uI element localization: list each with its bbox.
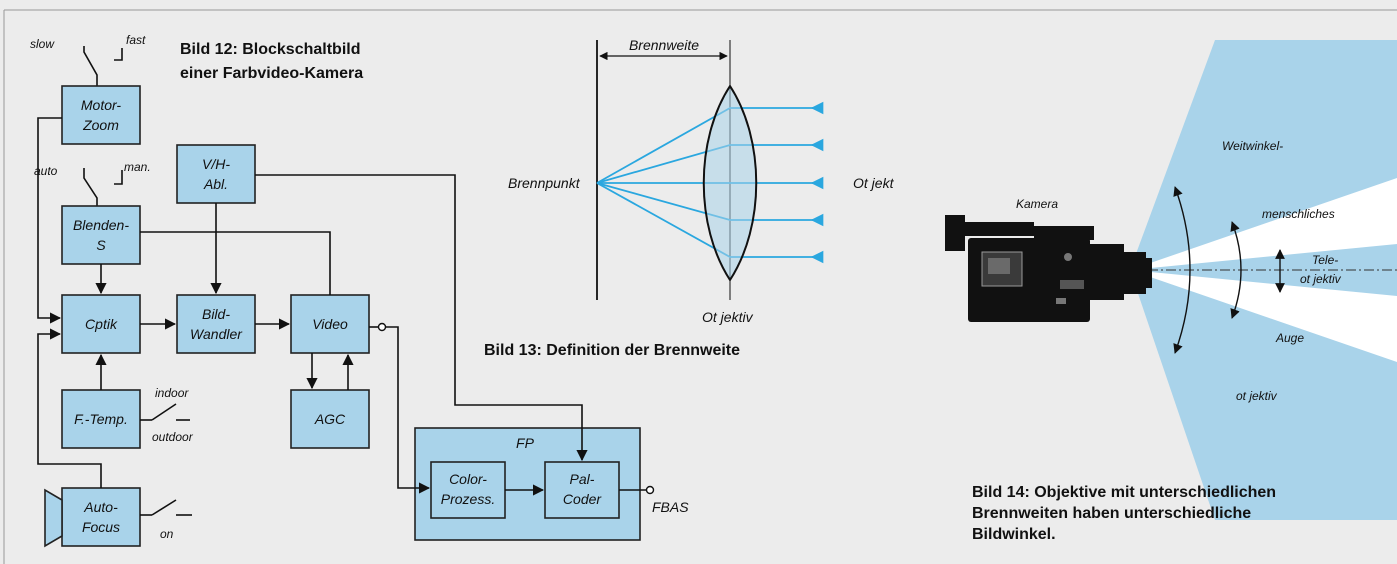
autofocus-label-2: Focus xyxy=(82,519,120,535)
video-label: Video xyxy=(312,316,348,332)
fig12-caption-line1: Bild 12: Blockschaltbild xyxy=(180,41,360,58)
fig14-caption-line1: Bild 14: Objektive mit unterschiedlichen xyxy=(972,484,1276,501)
switch-label-indoor: indoor xyxy=(155,386,189,400)
optik-block xyxy=(61,294,141,354)
bildwandler-block xyxy=(176,294,256,354)
switch-label-on: on xyxy=(160,527,174,541)
wire-focus-optik xyxy=(37,328,102,488)
brennweite-label: Brennweite xyxy=(629,37,699,53)
video-block xyxy=(290,294,370,354)
fig12-block-diagram: Bild 12: Blockschaltbild einer Farbvideo… xyxy=(30,33,689,548)
zoom-speed-switch xyxy=(83,46,98,86)
ftemp-switch-blade xyxy=(151,403,177,421)
autofocus-sensor-icon xyxy=(44,488,63,548)
agc-block xyxy=(290,389,370,449)
optik-label: Cptik xyxy=(85,316,118,332)
switch-label-auto: auto xyxy=(34,164,58,178)
bildwandler-label-1: Bild- xyxy=(202,306,230,322)
f-temp-label: F.-Temp. xyxy=(74,411,128,427)
convex-lens xyxy=(702,84,758,282)
video-output-terminal xyxy=(377,322,387,332)
weitwinkel-label: Weitwinkel- xyxy=(1222,139,1283,153)
blenden-s-block xyxy=(61,205,141,265)
fig13-focal-length-diagram: Brennweite Brennpunkt Ot jekt Ot jektiv … xyxy=(484,37,895,359)
fp-label: FP xyxy=(516,435,535,451)
fbas-label: FBAS xyxy=(652,499,689,515)
objektiv-label: Ot jektiv xyxy=(702,309,754,325)
fig14-caption-line3: Bildwinkel. xyxy=(972,526,1056,543)
objekt-label: Ot jekt xyxy=(853,175,895,191)
human-angle-arc xyxy=(1230,221,1242,319)
blenden-s-label-1: Blenden- xyxy=(73,217,129,233)
fig14-viewing-angles: Kamera Weitwinkel- menschliches Tele- ot… xyxy=(945,40,1397,543)
objektiv-label-wide: ot jektiv xyxy=(1236,389,1278,403)
bildwandler-label-2: Wandler xyxy=(190,326,243,342)
video-camera-icon xyxy=(945,215,1152,322)
auge-label: Auge xyxy=(1275,331,1304,345)
switch-label-outdoor: outdoor xyxy=(152,430,194,444)
color-prozess-label-2: Prozess. xyxy=(441,491,495,507)
pal-coder-label-1: Pal- xyxy=(570,471,595,487)
switch-label-slow: slow xyxy=(30,37,55,51)
autofocus-block xyxy=(61,487,141,547)
wire-vh-pal xyxy=(255,174,588,462)
brennpunkt-label: Brennpunkt xyxy=(508,175,581,191)
tele-label-2: ot jektiv xyxy=(1300,272,1342,286)
motor-zoom-label-1: Motor- xyxy=(81,97,122,113)
vh-abl-block xyxy=(176,144,256,204)
agc-label: AGC xyxy=(314,411,346,427)
kamera-label: Kamera xyxy=(1016,197,1058,211)
vh-abl-label-1: V/H- xyxy=(202,156,230,172)
vh-abl-label-2: Abl. xyxy=(203,176,228,192)
motor-zoom-label-2: Zoom xyxy=(82,117,119,133)
fbas-terminal xyxy=(645,485,655,495)
motor-zoom-block xyxy=(61,85,141,145)
fig13-caption: Bild 13: Definition der Brennweite xyxy=(484,342,740,359)
pal-coder-label-2: Coder xyxy=(563,491,602,507)
focus-switch-blade xyxy=(151,499,177,516)
blenden-s-label-2: S xyxy=(96,237,106,253)
wide-angle-arc xyxy=(1173,186,1191,354)
fig14-caption-line2: Brennweiten haben unterschiedliche xyxy=(972,505,1251,522)
wire-video-color xyxy=(386,326,431,494)
aperture-mode-switch xyxy=(83,168,98,206)
switch-label-fast: fast xyxy=(126,33,146,47)
pal-coder-block xyxy=(544,461,620,519)
autofocus-label-1: Auto- xyxy=(83,499,118,515)
switch-label-man: man. xyxy=(124,160,151,174)
zoom-speed-contact xyxy=(114,48,123,61)
color-prozess-label-1: Color- xyxy=(449,471,487,487)
f-temp-block xyxy=(61,389,141,449)
aperture-mode-contact xyxy=(114,170,123,185)
wire-blenden-video xyxy=(140,231,331,295)
wire-zoom-optik xyxy=(37,117,62,324)
fig12-caption-line2: einer Farbvideo-Kamera xyxy=(180,65,363,82)
tele-label-1: Tele- xyxy=(1312,253,1338,267)
menschliches-label: menschliches xyxy=(1262,207,1335,221)
